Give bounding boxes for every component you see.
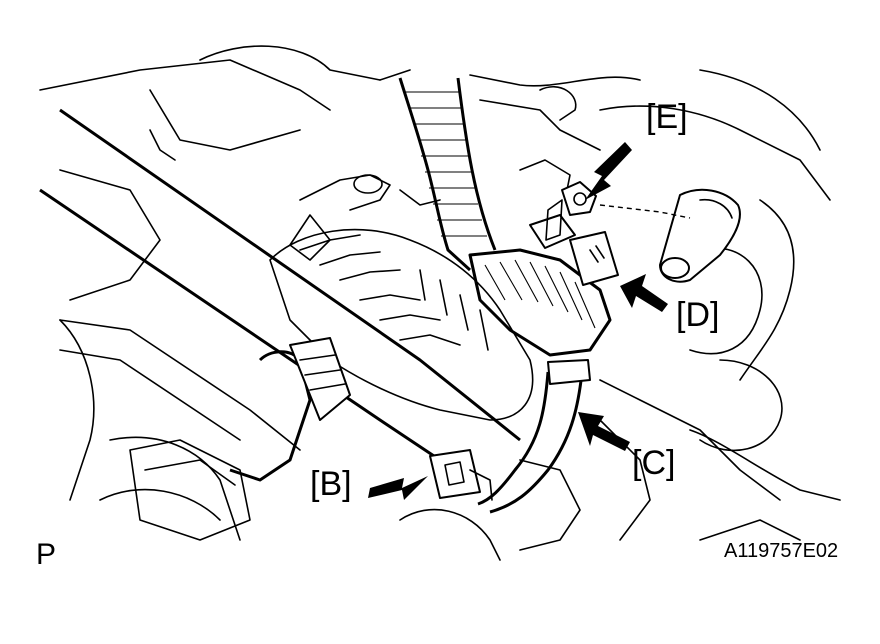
callout-e-label: [E] (646, 98, 688, 136)
hose-left (229, 337, 351, 482)
page-mark: P (36, 538, 57, 571)
callout-b-label: [B] (310, 465, 352, 503)
arrow-b (368, 476, 428, 500)
alternator (269, 174, 534, 421)
terminal-cable (477, 359, 591, 514)
engine-background-outlines (39, 45, 841, 561)
terminal-cap (529, 214, 619, 286)
rubber-boot (659, 188, 741, 283)
callout-c-label: [C] (632, 444, 676, 482)
arrow-d (620, 274, 668, 312)
frame-bars (39, 108, 521, 482)
wire-harness (398, 77, 612, 357)
lower-component (129, 439, 251, 541)
pointer-arrows (368, 142, 668, 500)
figure-id: A119757E02 (724, 540, 839, 562)
callout-d-label: [D] (676, 296, 720, 334)
arrow-c (578, 412, 630, 451)
terminal-nut (545, 181, 691, 241)
connector (429, 449, 493, 501)
arrow-e (585, 142, 632, 200)
